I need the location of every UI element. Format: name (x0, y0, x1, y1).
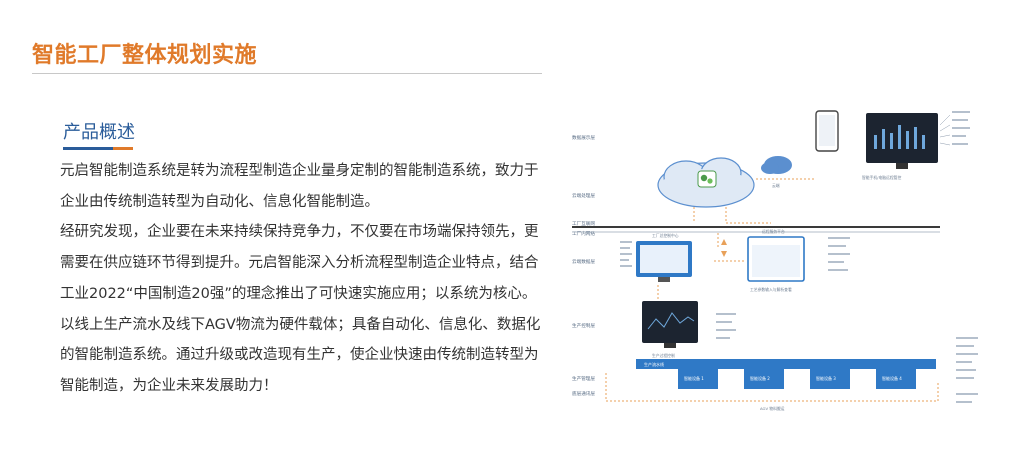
production-stations: 智能设备 1 智能设备 2 智能设备 3 智能设备 4 (678, 367, 916, 389)
line-legend (956, 337, 978, 403)
top-monitor-icon (866, 113, 938, 163)
layer-label-comm: 底层通讯层 (572, 390, 595, 397)
underline-blue-segment (63, 147, 113, 150)
remote-platform-subcaption: 工艺参数输入与解析查看 (750, 287, 792, 292)
station-1 (678, 367, 718, 389)
station-4-label: 智能设备 4 (882, 375, 902, 381)
production-line-bar (636, 359, 936, 369)
layer-label-control: 生产控制层 (572, 322, 595, 329)
title-divider (32, 73, 542, 74)
page-title: 智能工厂整体规划实施 (32, 43, 258, 68)
layer-label-internet: 工厂互联网 (572, 220, 595, 227)
underline-orange-segment (113, 147, 133, 150)
top-monitor-caption: 智能手机/电脑远程管控 (862, 175, 901, 180)
layer-label-intranet: 工厂内网络 (572, 230, 595, 237)
production-line-label: 生产流水线 (644, 361, 664, 367)
top-monitor-chart (874, 125, 925, 149)
data-links (605, 178, 939, 402)
control-center-legend (620, 241, 632, 267)
section-underline (63, 147, 133, 150)
agv-label: AGV 物料搬运 (760, 406, 785, 411)
paragraph-detail: 经研究发现，企业要在未来持续保持竞争力，不仅要在市场端保持领先，更需要在供应链环… (60, 224, 541, 394)
layer-label-management: 生产管理层 (572, 375, 595, 382)
production-monitor-icon (642, 301, 698, 343)
remote-platform-caption: 远程服务平台 (762, 229, 785, 234)
main-cloud-icon (657, 157, 755, 208)
top-monitor-legend (939, 111, 970, 146)
paragraph-intro: 元启智能制造系统是转为流程型制造企业量身定制的智能制造系统，致力于企业由传统制造… (60, 163, 539, 210)
station-4 (876, 367, 916, 389)
station-3 (810, 367, 850, 389)
factory-architecture-diagram: 数据展示层 云端处理层 工厂互联网 工厂内网络 云端数据层 生产控制层 生产管理… (572, 110, 978, 411)
remote-platform-legend (828, 237, 850, 271)
section-body: 元启智能制造系统是转为流程型制造企业量身定制的智能制造系统，致力于企业由传统制造… (60, 156, 550, 402)
layer-label-cloud: 云端处理层 (572, 192, 595, 199)
top-monitor-stand (896, 163, 908, 169)
arrow-down (721, 251, 727, 257)
station-1-label: 智能设备 1 (684, 375, 704, 381)
arrow-up (721, 239, 727, 245)
station-2-label: 智能设备 2 (750, 375, 770, 381)
layer-label-data: 云端数据层 (572, 258, 595, 265)
production-monitor-caption: 生产过程控制 (652, 353, 675, 358)
station-2 (744, 367, 784, 389)
small-cloud-label: 云端 (772, 183, 780, 188)
section-title: 产品概述 (63, 122, 135, 143)
station-3-label: 智能设备 3 (816, 375, 836, 381)
control-center-caption: 工厂总控制中心 (652, 233, 679, 238)
production-monitor-legend (716, 313, 736, 339)
layer-label-display: 数据展示层 (572, 134, 595, 141)
smartphone-screen (819, 115, 835, 146)
